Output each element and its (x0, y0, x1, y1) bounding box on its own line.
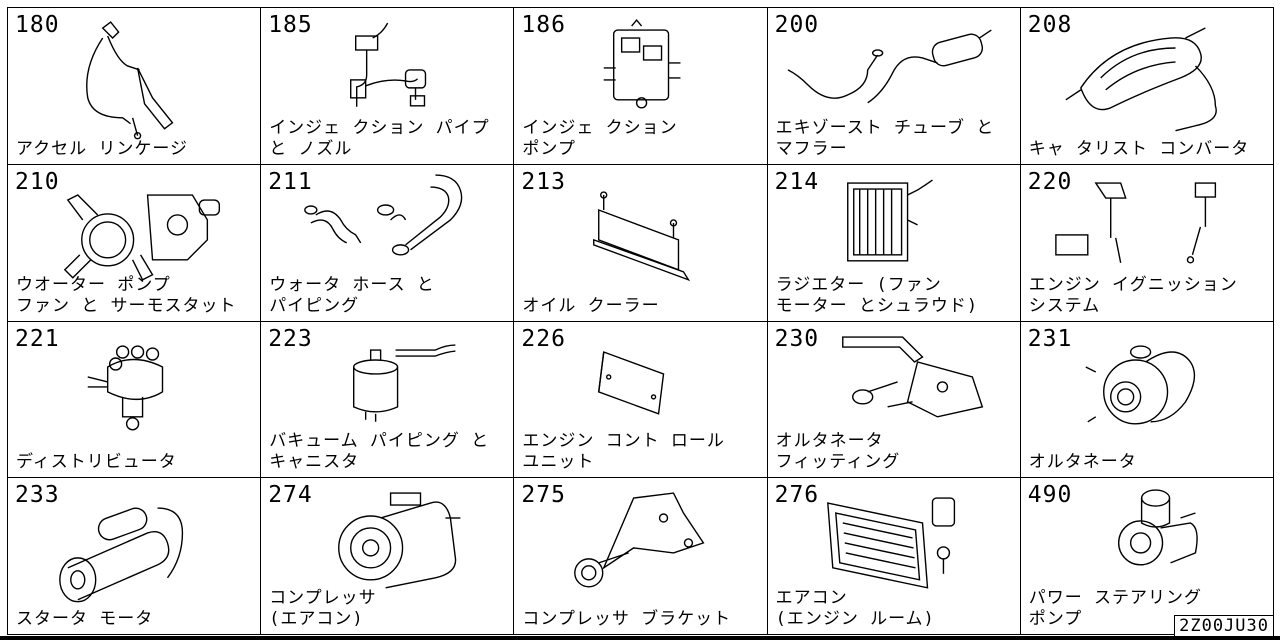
part-code: 231 (1027, 325, 1073, 352)
part-cell-274[interactable]: 274 コンプレッサ (エアコン) (261, 478, 515, 635)
part-cell-226[interactable]: 226 エンジン コント ロール ユニット (514, 321, 768, 479)
part-cell-180[interactable]: 180 アクセル リンケージ (8, 8, 262, 165)
part-label: オイル クーラー (522, 295, 660, 316)
vacuum-canister-icon (261, 322, 513, 478)
ac-condenser-icon (768, 478, 1020, 634)
part-label: アクセル リンケージ (16, 138, 189, 159)
alternator-bracket-icon (768, 322, 1020, 478)
part-label: バキューム パイピング と キャニスタ (269, 431, 490, 473)
part-code: 226 (521, 325, 566, 352)
part-cell-231[interactable]: 231 オルタネータ (1020, 321, 1274, 479)
part-label: エアコン (エンジン ルーム) (775, 588, 935, 629)
part-cell-185[interactable]: 185 インジェ クション パイプ と ノズル (261, 8, 515, 165)
part-cell-490[interactable]: 490 パワー ステアリング ポンプ (1020, 478, 1274, 635)
part-label: エンジン イグニッション システム (1028, 274, 1238, 316)
part-code: 213 (521, 168, 566, 195)
starter-motor-icon (8, 478, 260, 634)
part-code: 211 (268, 168, 313, 195)
part-label: コンプレッサ (エアコン) (269, 588, 377, 629)
part-code: 180 (15, 12, 60, 38)
ac-compressor-icon (261, 478, 513, 634)
injection-pipe-nozzle-icon (261, 8, 513, 164)
part-code: 233 (15, 482, 60, 509)
part-cell-214[interactable]: 214 ラジエター (ファン モーター とシュラウド) (767, 164, 1021, 322)
part-code: 214 (774, 168, 820, 195)
oil-cooler-icon (514, 165, 766, 321)
exhaust-muffler-icon (768, 8, 1020, 164)
part-label: オルタネータ フィッティング (775, 431, 901, 473)
part-code: 274 (268, 482, 313, 509)
part-code: 230 (774, 325, 820, 352)
part-cell-200[interactable]: 200 エキゾースト チューブ と マフラー (767, 8, 1021, 165)
part-code: 276 (774, 482, 820, 509)
part-label: ディストリビュータ (16, 452, 177, 473)
part-cell-186[interactable]: 186 インジェ クション ポンプ (514, 8, 768, 165)
part-label: インジェ クション ポンプ (522, 117, 678, 159)
part-cell-221[interactable]: 221 ディストリビュータ (8, 321, 262, 479)
part-code: 223 (268, 325, 313, 352)
catalytic-converter-icon (1021, 8, 1273, 164)
part-label: ラジエター (ファン モーター とシュラウド) (775, 274, 979, 316)
part-code: 221 (15, 325, 60, 352)
power-steering-pump-icon (1021, 478, 1273, 634)
part-cell-220[interactable]: 220 エンジン イグニッション システム (1020, 164, 1274, 322)
control-unit-icon (514, 322, 766, 478)
part-code: 200 (774, 12, 820, 38)
part-cell-223[interactable]: 223 バキューム パイピング と キャニスタ (261, 321, 515, 479)
accelerator-linkage-icon (8, 8, 260, 164)
part-code: 186 (521, 12, 566, 38)
part-label: スタータ モータ (16, 609, 154, 629)
part-label: パワー ステアリング ポンプ (1028, 588, 1203, 629)
part-cell-211[interactable]: 211 ウォータ ホース と パイピング (261, 164, 515, 322)
part-label: オルタネータ (1028, 452, 1137, 473)
part-label: キャ タリスト コンバータ (1028, 138, 1250, 159)
part-cell-275[interactable]: 275 コンプレッサ ブラケット (514, 478, 768, 635)
part-code: 490 (1027, 482, 1073, 509)
part-label: ウオーター ポンプ ファン と サーモスタット (16, 274, 237, 316)
water-pump-fan-icon (8, 165, 260, 321)
part-cell-213[interactable]: 213 オイル クーラー (514, 164, 768, 322)
part-label: エキゾースト チューブ と マフラー (775, 117, 995, 159)
distributor-icon (8, 322, 260, 478)
part-label: エンジン コント ロール ユニット (522, 431, 725, 473)
part-cell-233[interactable]: 233 スタータ モータ (8, 478, 262, 635)
alternator-icon (1021, 322, 1273, 478)
part-code: 185 (268, 12, 313, 38)
part-code: 275 (521, 482, 566, 509)
injection-pump-icon (514, 8, 766, 164)
part-label: インジェ クション パイプ と ノズル (269, 117, 490, 159)
part-cell-230[interactable]: 230 オルタネータ フィッティング (767, 321, 1021, 479)
part-label: コンプレッサ ブラケット (522, 609, 732, 629)
part-cell-210[interactable]: 210 ウオーター ポンプ ファン と サーモスタット (8, 164, 262, 322)
ignition-system-icon (1021, 165, 1273, 321)
part-code: 208 (1027, 12, 1073, 38)
part-cell-208[interactable]: 208 キャ タリスト コンバータ (1020, 8, 1274, 165)
radiator-icon (768, 165, 1020, 321)
part-label: ウォータ ホース と パイピング (269, 274, 435, 316)
parts-catalog-grid: 180 アクセル リンケージ 185 インジェ クション パイプ と ノズル 1… (7, 7, 1274, 635)
figure-id: 2Z00JU30 (1174, 615, 1274, 637)
part-cell-276[interactable]: 276 エアコン (エンジン ルーム) (767, 478, 1021, 635)
bottom-border (0, 636, 1280, 640)
water-hose-icon (261, 165, 513, 321)
part-code: 210 (15, 168, 60, 195)
compressor-bracket-icon (514, 478, 766, 634)
part-code: 220 (1027, 168, 1073, 195)
